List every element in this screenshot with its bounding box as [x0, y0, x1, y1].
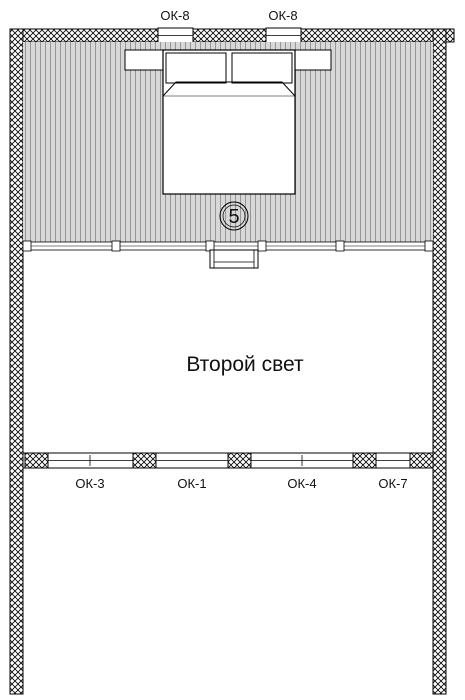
wall-right	[432, 28, 447, 695]
stair-landing	[209, 249, 259, 269]
wall-pier	[132, 452, 157, 469]
room-number: 5	[228, 206, 239, 228]
window-ok3	[48, 455, 133, 466]
railing	[22, 240, 434, 252]
bed	[124, 49, 332, 195]
window-label-ok3: ОК-3	[75, 476, 104, 491]
window-label-ok4: ОК-4	[287, 476, 316, 491]
wall-pier	[352, 452, 377, 469]
wall-top	[9, 28, 455, 43]
window-label-ok8-left: ОК-8	[160, 8, 189, 23]
window-label-ok7: ОК-7	[378, 476, 407, 491]
wall-pier	[409, 452, 434, 469]
pillow-right	[231, 52, 293, 84]
window-ok8-left	[157, 27, 194, 44]
window-ok8-right	[265, 27, 302, 44]
window-label-ok1: ОК-1	[177, 476, 206, 491]
void-label: Второй свет	[186, 353, 304, 376]
wall-left	[9, 28, 24, 695]
room-number-circle	[219, 201, 249, 231]
window-ok4	[251, 455, 353, 466]
pillow-left	[165, 52, 227, 84]
wall-pier	[227, 452, 252, 469]
window-label-ok8-right: ОК-8	[268, 8, 297, 23]
lower-window-band	[22, 452, 434, 469]
wall-pier	[24, 452, 49, 469]
